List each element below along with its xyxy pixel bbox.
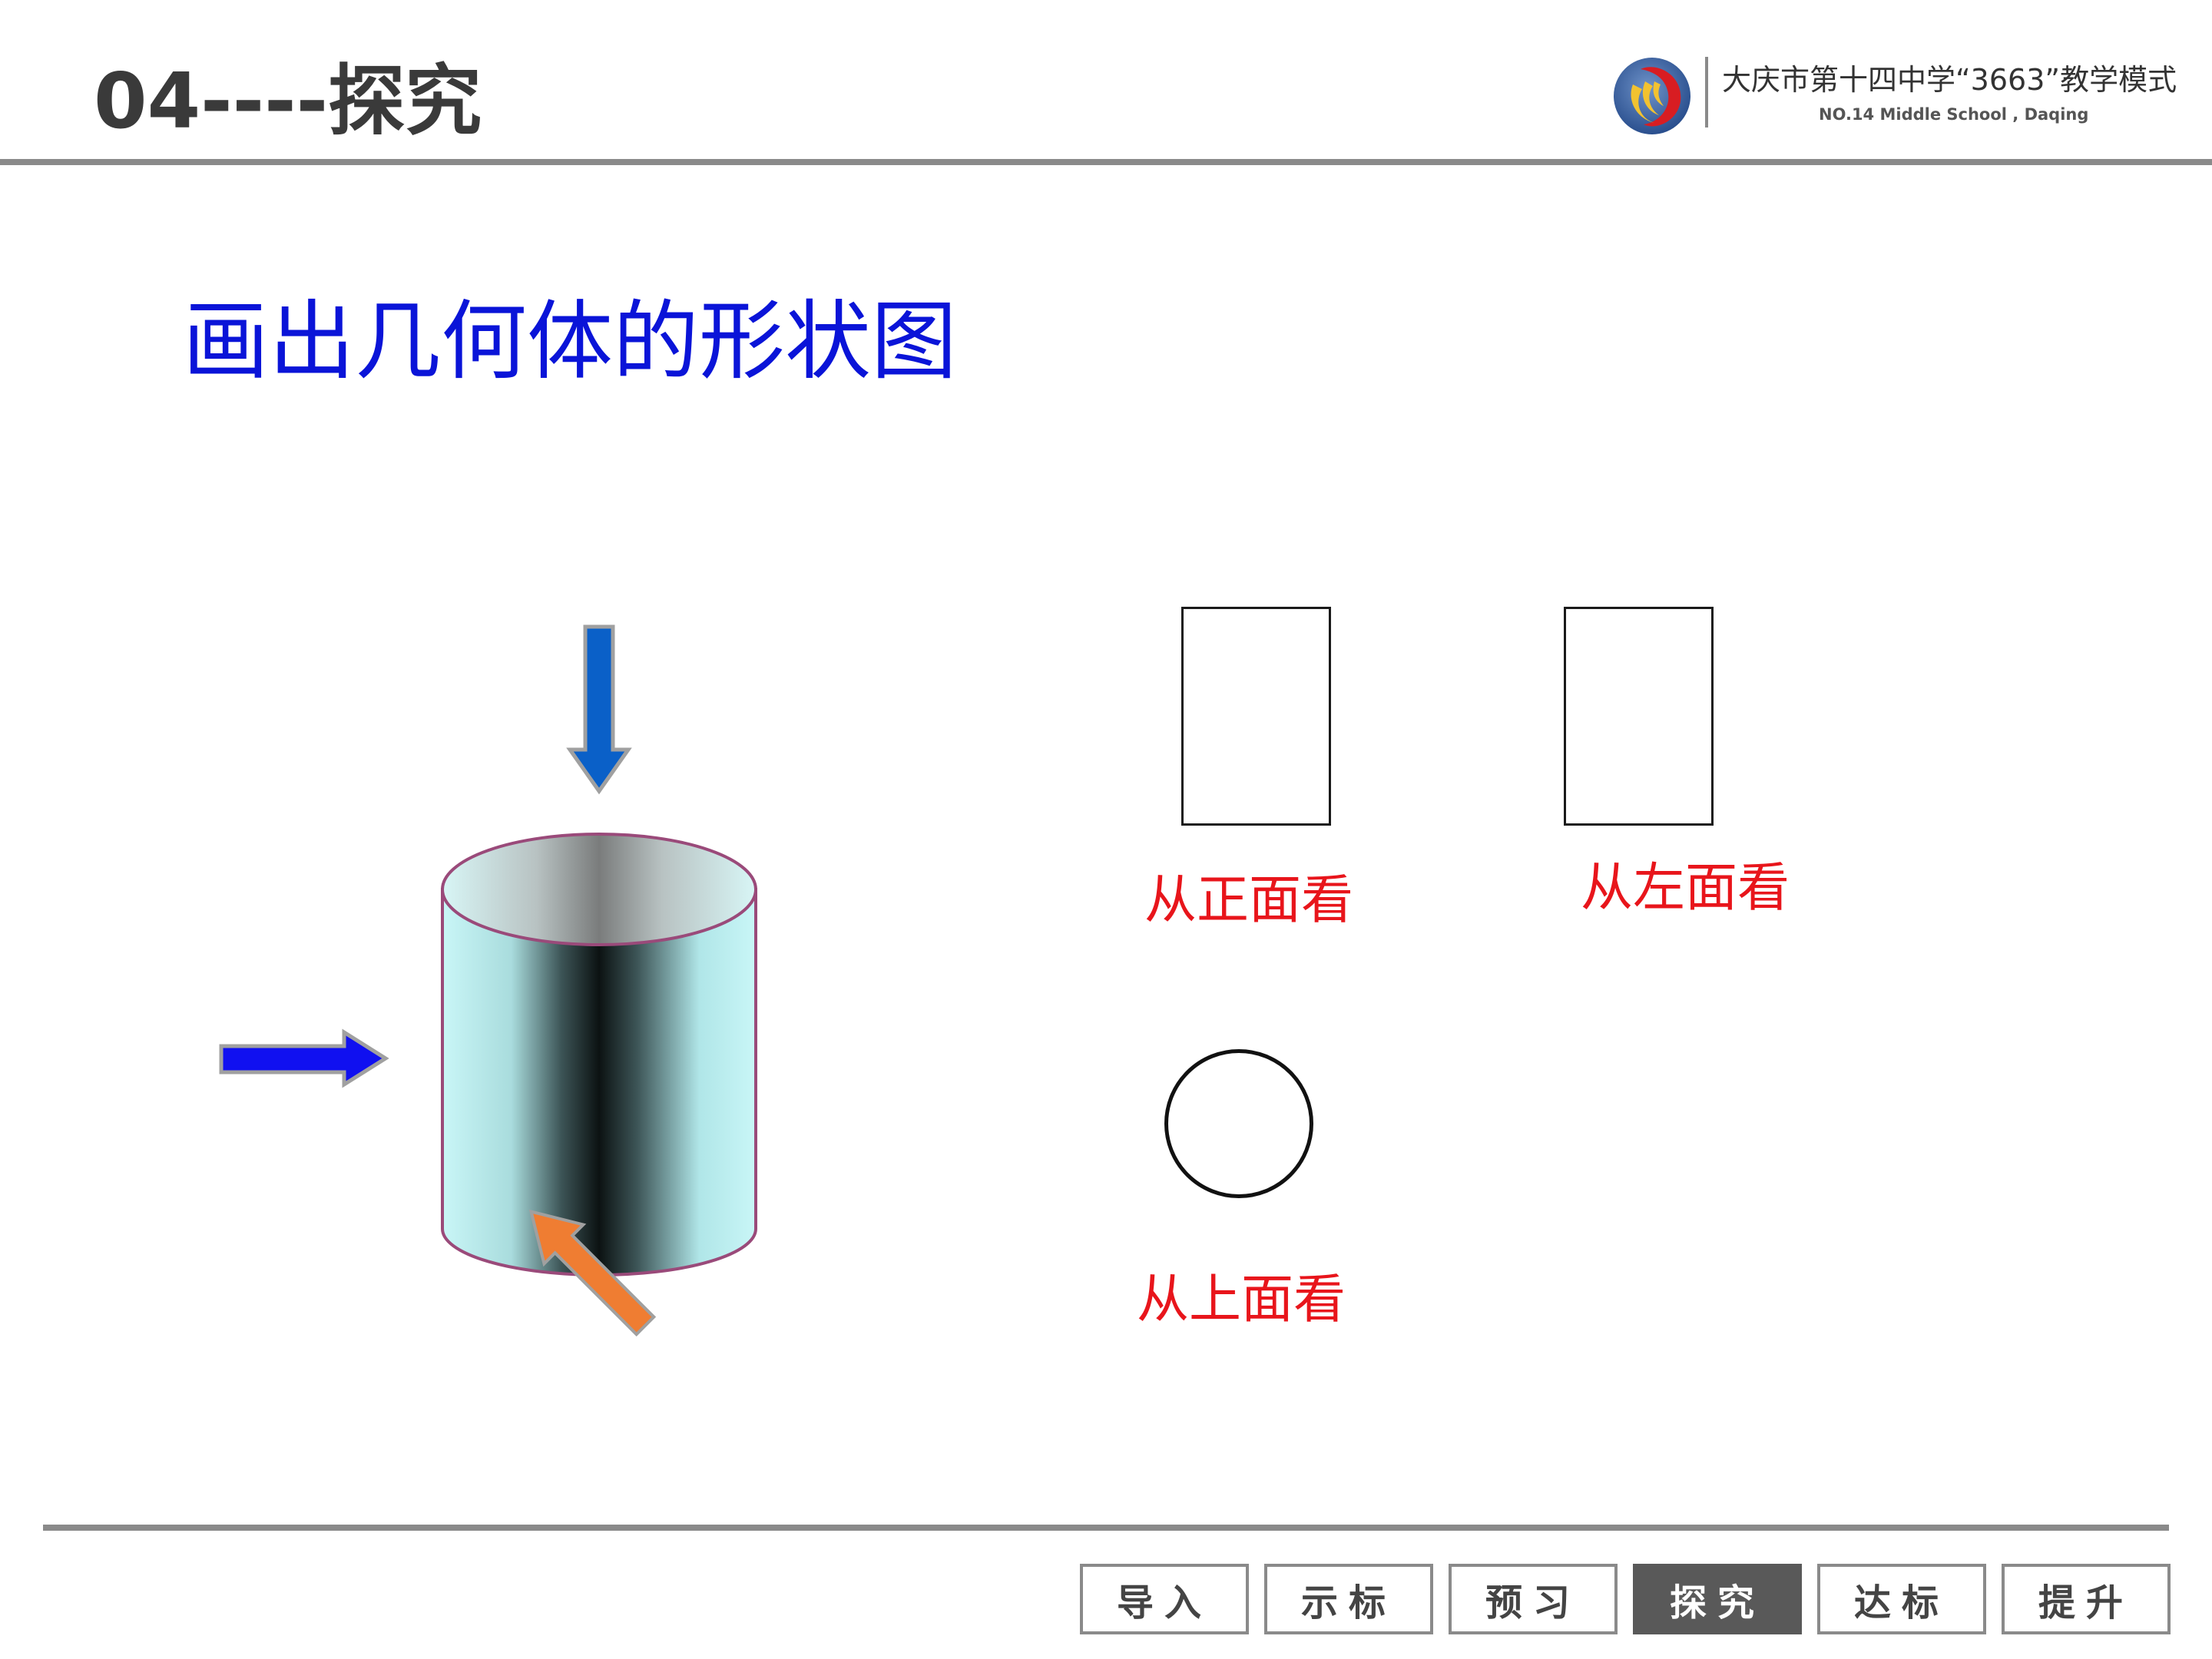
school-name-english: NO.14 Middle School , Daqing [1819, 105, 2089, 124]
nav-tab-objectives[interactable]: 示标 [1264, 1564, 1433, 1634]
header-divider [0, 159, 2212, 165]
cylinder-top [441, 833, 757, 946]
cylinder-body [441, 888, 757, 1277]
nav-tab-import[interactable]: 导入 [1080, 1564, 1249, 1634]
page-title: 04----探究 [94, 56, 482, 146]
left-view-label: 从左面看 [1581, 858, 1790, 919]
front-view-rectangle [1181, 607, 1331, 826]
nav-tab-assessment[interactable]: 达标 [1817, 1564, 1986, 1634]
front-view-arrow-icon [219, 1028, 389, 1088]
front-view-label: 从正面看 [1144, 870, 1354, 931]
top-view-circle [1164, 1049, 1313, 1198]
footer-divider [43, 1525, 2169, 1531]
top-view-label: 从上面看 [1137, 1270, 1346, 1330]
school-logo-icon [1614, 58, 1690, 134]
section-nav: 导入 示标 预习 探究 达标 提升 [1080, 1564, 2171, 1634]
school-name: 大庆市第十四中学“3663”教学模式 [1722, 63, 2177, 97]
top-view-arrow-icon [566, 624, 632, 795]
nav-tab-preview[interactable]: 预习 [1449, 1564, 1618, 1634]
left-view-arrow-icon [528, 1209, 657, 1337]
main-heading: 画出几何体的形状图 [183, 292, 957, 392]
nav-tab-explore[interactable]: 探究 [1633, 1564, 1802, 1634]
cylinder-figure [219, 624, 757, 1337]
nav-tab-advance[interactable]: 提升 [2002, 1564, 2171, 1634]
logo-divider [1705, 57, 1708, 127]
left-view-rectangle [1564, 607, 1714, 826]
